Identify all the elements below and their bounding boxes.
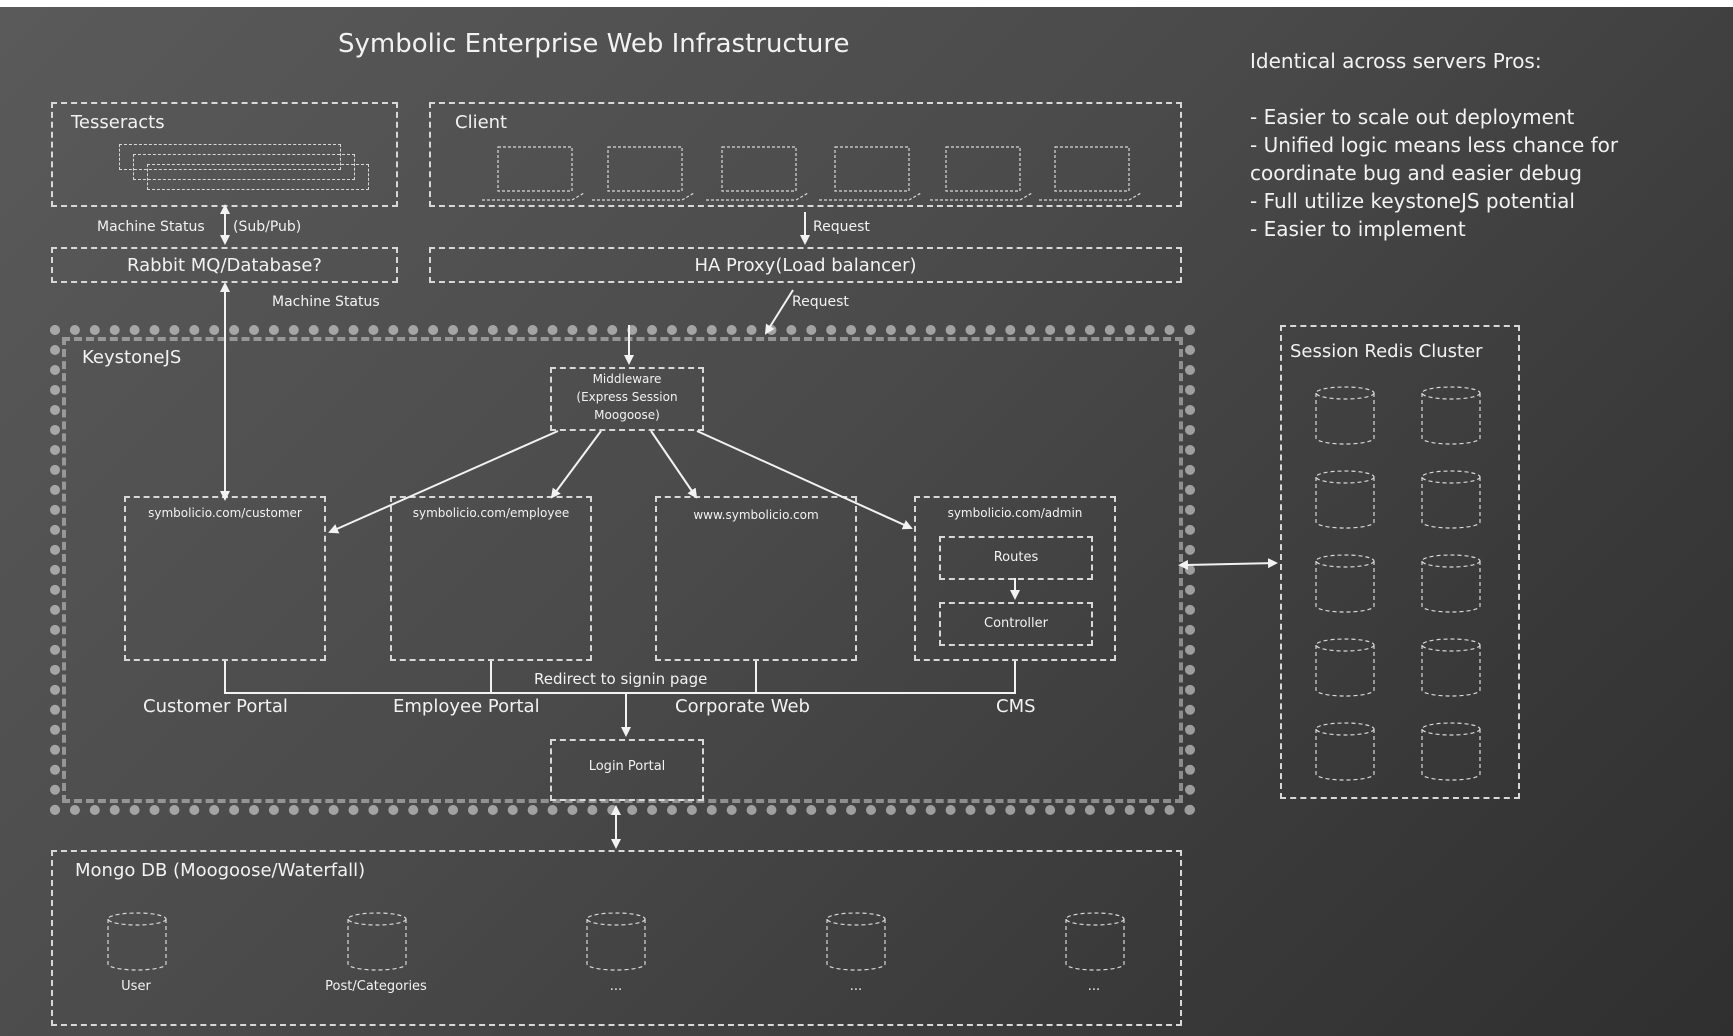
tesseracts-label: Tesseracts [71, 112, 165, 133]
database-icon [1421, 386, 1481, 445]
middleware-box[interactable]: Middleware (Express Session Moogoose) [550, 367, 704, 431]
laptop-icon [592, 146, 695, 201]
request-label-2: Request [792, 294, 849, 310]
pros-heading: Identical across servers Pros: [1250, 49, 1542, 73]
database-icon [1421, 470, 1481, 529]
middleware-line3: Moogoose) [594, 408, 660, 422]
routes-label: Routes [993, 550, 1039, 565]
collection-label: ... [1087, 979, 1101, 994]
corporate-web-label: Corporate Web [675, 696, 810, 717]
laptop-icon [482, 146, 585, 201]
redis-cluster-label: Session Redis Cluster [1290, 341, 1483, 362]
pros-item: - Full utilize keystoneJS potential [1250, 189, 1575, 213]
site-url: symbolicio.com/admin [947, 506, 1083, 520]
database-icon [1421, 554, 1481, 613]
mongodb-label: Mongo DB (Moogoose/Waterfall) [75, 860, 366, 881]
database-icon [1421, 722, 1481, 781]
haproxy-label: HA Proxy(Load balancer) [694, 255, 917, 276]
collection-label: User [121, 979, 151, 994]
redirect-label: Redirect to signin page [534, 670, 708, 688]
controller-box[interactable]: Controller [939, 602, 1093, 646]
keystonejs-inner-border [62, 337, 1183, 803]
middleware-to-admin-arrow [696, 430, 913, 530]
machine-status-label: Machine Status [97, 219, 205, 235]
laptop-icon [706, 146, 809, 201]
laptop-icon [1039, 146, 1142, 201]
site-url: www.symbolicio.com [693, 508, 819, 522]
pros-item: - Easier to implement [1250, 217, 1466, 241]
machine-status-label-2: Machine Status [272, 294, 380, 310]
diagram-title: Symbolic Enterprise Web Infrastructure [338, 29, 850, 59]
database-icon [347, 912, 407, 971]
server-rack-icon [133, 154, 355, 180]
client-label: Client [455, 112, 508, 133]
login-portal-label: Login Portal [588, 759, 666, 774]
collection-label: ... [609, 979, 623, 994]
database-icon [1315, 386, 1375, 445]
request-label-1: Request [813, 219, 870, 235]
server-rack-icon [119, 144, 341, 170]
rabbitmq-label: Rabbit MQ/Database? [127, 255, 322, 276]
database-icon [826, 912, 886, 971]
redis-cluster-box[interactable]: Session Redis Cluster [1280, 325, 1520, 799]
employee-portal-label: Employee Portal [393, 696, 540, 717]
database-icon [1315, 554, 1375, 613]
controller-label: Controller [984, 616, 1048, 631]
chalkboard-canvas: Symbolic Enterprise Web Infrastructure I… [0, 7, 1733, 1036]
login-portal-box[interactable]: Login Portal [550, 739, 704, 801]
pros-item: - Easier to scale out deployment [1250, 105, 1575, 129]
pros-item: - Unified logic means less chance for co… [1250, 133, 1619, 185]
middleware-to-customer-arrow [328, 430, 559, 534]
mongodb-box[interactable]: Mongo DB (Moogoose/Waterfall) [51, 850, 1182, 1026]
middleware-to-corporate-arrow [650, 430, 698, 499]
database-icon [1315, 638, 1375, 697]
database-icon [107, 912, 167, 971]
keystone-redis-arrow [1178, 558, 1278, 570]
diagram-graphics [107, 146, 1481, 971]
customer-portal-label: Customer Portal [143, 696, 288, 717]
haproxy-box[interactable]: HA Proxy(Load balancer) [429, 247, 1182, 283]
client-box[interactable]: Client [429, 102, 1182, 207]
corporate-site-box[interactable]: www.symbolicio.com [655, 496, 857, 661]
collection-label: ... [849, 979, 863, 994]
server-rack-icon [147, 164, 369, 190]
database-icon [586, 912, 646, 971]
site-url: symbolicio.com/customer [148, 506, 302, 520]
redirect-bus-line [224, 661, 1016, 694]
keystonejs-border [50, 325, 1195, 815]
keystonejs-label: KeystoneJS [82, 347, 182, 368]
database-icon [1315, 470, 1375, 529]
database-icon [1315, 722, 1375, 781]
pros-list: Identical across servers Pros: - Easier … [1250, 47, 1690, 243]
collection-label: Post/Categories [325, 979, 427, 994]
middleware-to-employee-arrow [550, 430, 602, 499]
database-icon [1065, 912, 1125, 971]
sub-pub-label: (Sub/Pub) [233, 219, 302, 235]
laptop-icon [930, 146, 1033, 201]
middleware-line2: (Express Session [576, 390, 678, 404]
database-icon [1421, 638, 1481, 697]
middleware-line1: Middleware [592, 372, 662, 386]
cms-label: CMS [996, 696, 1036, 717]
request-arrow-2 [764, 289, 794, 335]
employee-site-box[interactable]: symbolicio.com/employee [390, 496, 592, 661]
site-url: symbolicio.com/employee [412, 506, 570, 520]
laptop-icon [819, 146, 922, 201]
